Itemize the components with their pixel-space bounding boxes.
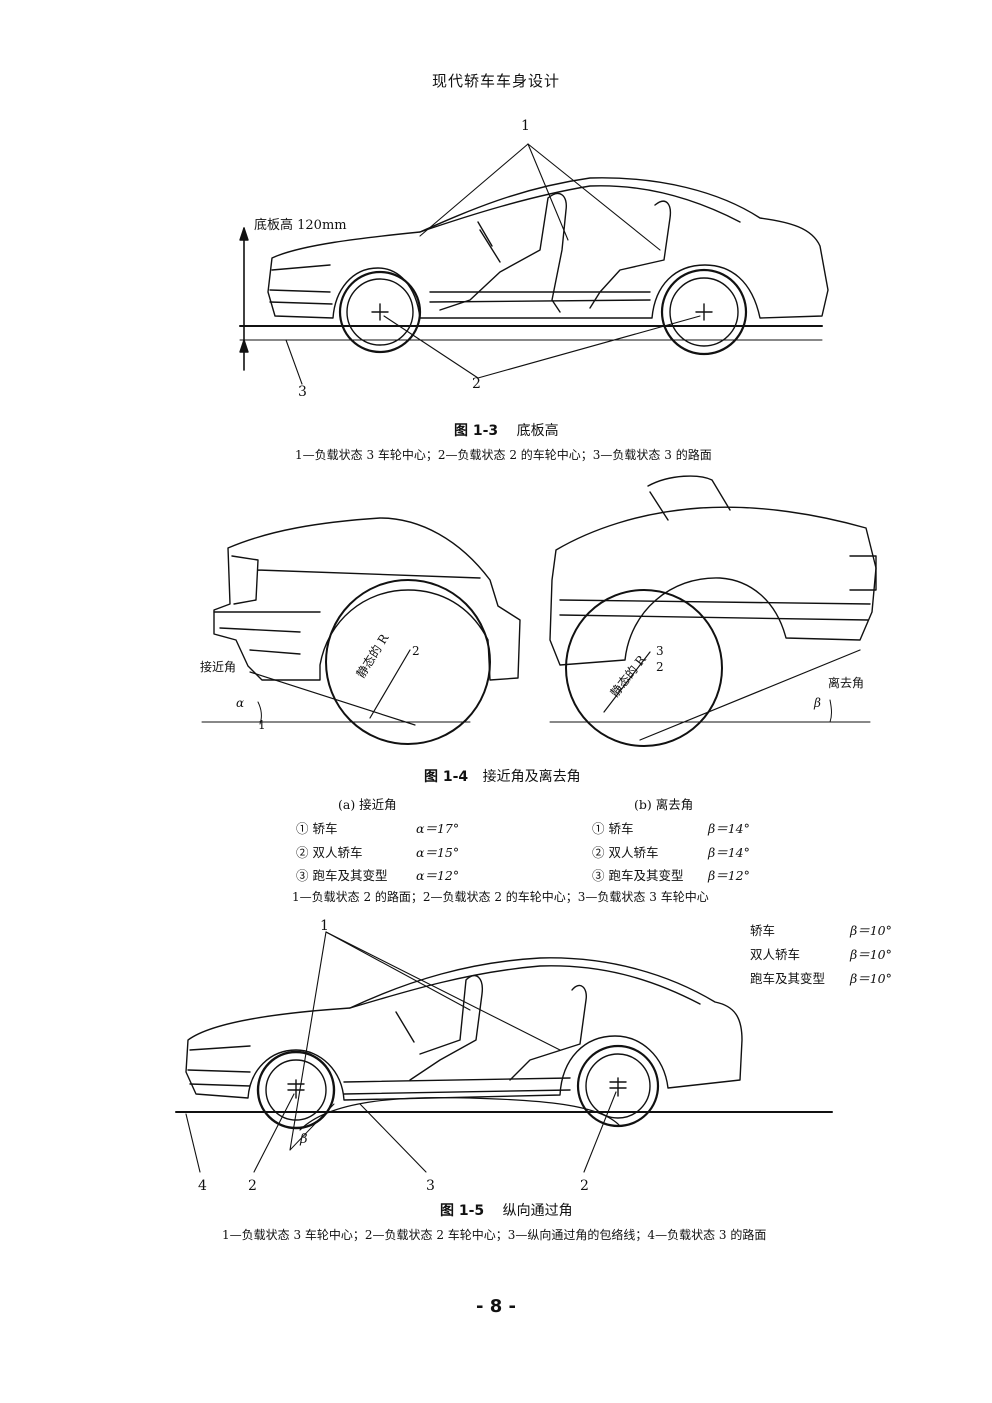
fig13-callout-3: 3 <box>298 384 307 400</box>
fig14-departure-angle-label: 离去角 <box>828 676 865 690</box>
fig13-caption-number: 图 1-3 <box>454 423 499 439</box>
fig14-row-b1-value: β＝14° <box>708 821 750 836</box>
fig14-alpha-symbol: α <box>236 696 245 710</box>
fig15-row-3-value: β＝10° <box>850 971 892 986</box>
fig14-callout-2-right: 2 <box>656 660 664 674</box>
page-number: - 8 - <box>476 1296 516 1317</box>
fig15-caption: 图 1-5 纵向通过角 <box>440 1200 573 1220</box>
figure-1-5-drawing <box>175 931 833 1173</box>
fig15-callout-4: 4 <box>198 1178 207 1194</box>
fig14-row-a1-type: ① 轿车 <box>296 821 338 836</box>
fig13-caption-title: 底板高 <box>516 423 559 439</box>
fig14-callout-3-right: 3 <box>656 644 664 658</box>
fig14-beta-symbol: β <box>814 696 821 710</box>
fig13-callout-1: 1 <box>521 118 530 134</box>
fig15-callout-2-left: 2 <box>248 1178 257 1194</box>
fig14-callout-2-left: 2 <box>412 644 420 658</box>
fig14-row-b1-type: ① 轿车 <box>592 821 634 836</box>
fig14-row-b3-value: β＝12° <box>708 868 750 883</box>
fig15-legend: 1—负载状态 3 车轮中心；2—负载状态 2 车轮中心；3—纵向通过角的包络线；… <box>222 1228 767 1242</box>
fig13-callout-2: 2 <box>472 376 481 392</box>
fig15-beta-symbol: β <box>300 1132 308 1147</box>
fig14-row-b3-type: ③ 跑车及其变型 <box>592 868 684 883</box>
fig14-caption: 图 1-4 接近角及离去角 <box>424 766 581 786</box>
fig14-row-a1-value: α＝17° <box>416 821 460 836</box>
fig15-callout-1: 1 <box>320 918 329 934</box>
fig14-approach-angle-label: 接近角 <box>200 660 237 674</box>
fig13-caption: 图 1-3 底板高 <box>454 420 559 440</box>
fig15-row-3-type: 跑车及其变型 <box>750 971 826 986</box>
fig14-row-a2-type: ② 双人轿车 <box>296 845 363 860</box>
fig15-row-2-type: 双人轿车 <box>750 947 801 962</box>
fig15-caption-title: 纵向通过角 <box>502 1203 573 1219</box>
fig14-row-a2-value: α＝15° <box>416 845 460 860</box>
running-header: 现代轿车车身设计 <box>431 72 560 90</box>
fig15-row-2-value: β＝10° <box>850 947 892 962</box>
fig14-col-b-title: (b) 离去角 <box>634 797 694 812</box>
fig15-caption-number: 图 1-5 <box>440 1203 485 1219</box>
fig14-callout-1: 1 <box>258 718 266 732</box>
fig13-legend: 1—负载状态 3 车轮中心；2—负载状态 2 的车轮中心；3—负载状态 3 的路… <box>295 448 712 462</box>
fig15-row-1-value: β＝10° <box>850 923 892 938</box>
figure-1-3-drawing <box>239 143 829 385</box>
fig15-callout-3: 3 <box>426 1178 435 1194</box>
fig13-floor-height-label: 底板高 120mm <box>254 218 347 233</box>
fig14-row-a3-type: ③ 跑车及其变型 <box>296 868 388 883</box>
fig15-row-1-type: 轿车 <box>750 923 776 938</box>
figure-1-4-drawing <box>201 475 877 747</box>
fig14-caption-title: 接近角及离去角 <box>482 769 581 785</box>
fig14-row-b2-type: ② 双人轿车 <box>592 845 659 860</box>
fig15-callout-2-right: 2 <box>580 1178 589 1194</box>
fig14-caption-number: 图 1-4 <box>424 769 469 785</box>
fig14-row-b2-value: β＝14° <box>708 845 750 860</box>
fig14-col-a-title: (a) 接近角 <box>338 797 397 812</box>
fig14-legend: 1—负载状态 2 的路面；2—负载状态 2 的车轮中心；3—负载状态 3 车轮中… <box>292 890 709 904</box>
fig14-row-a3-value: α＝12° <box>416 868 460 883</box>
